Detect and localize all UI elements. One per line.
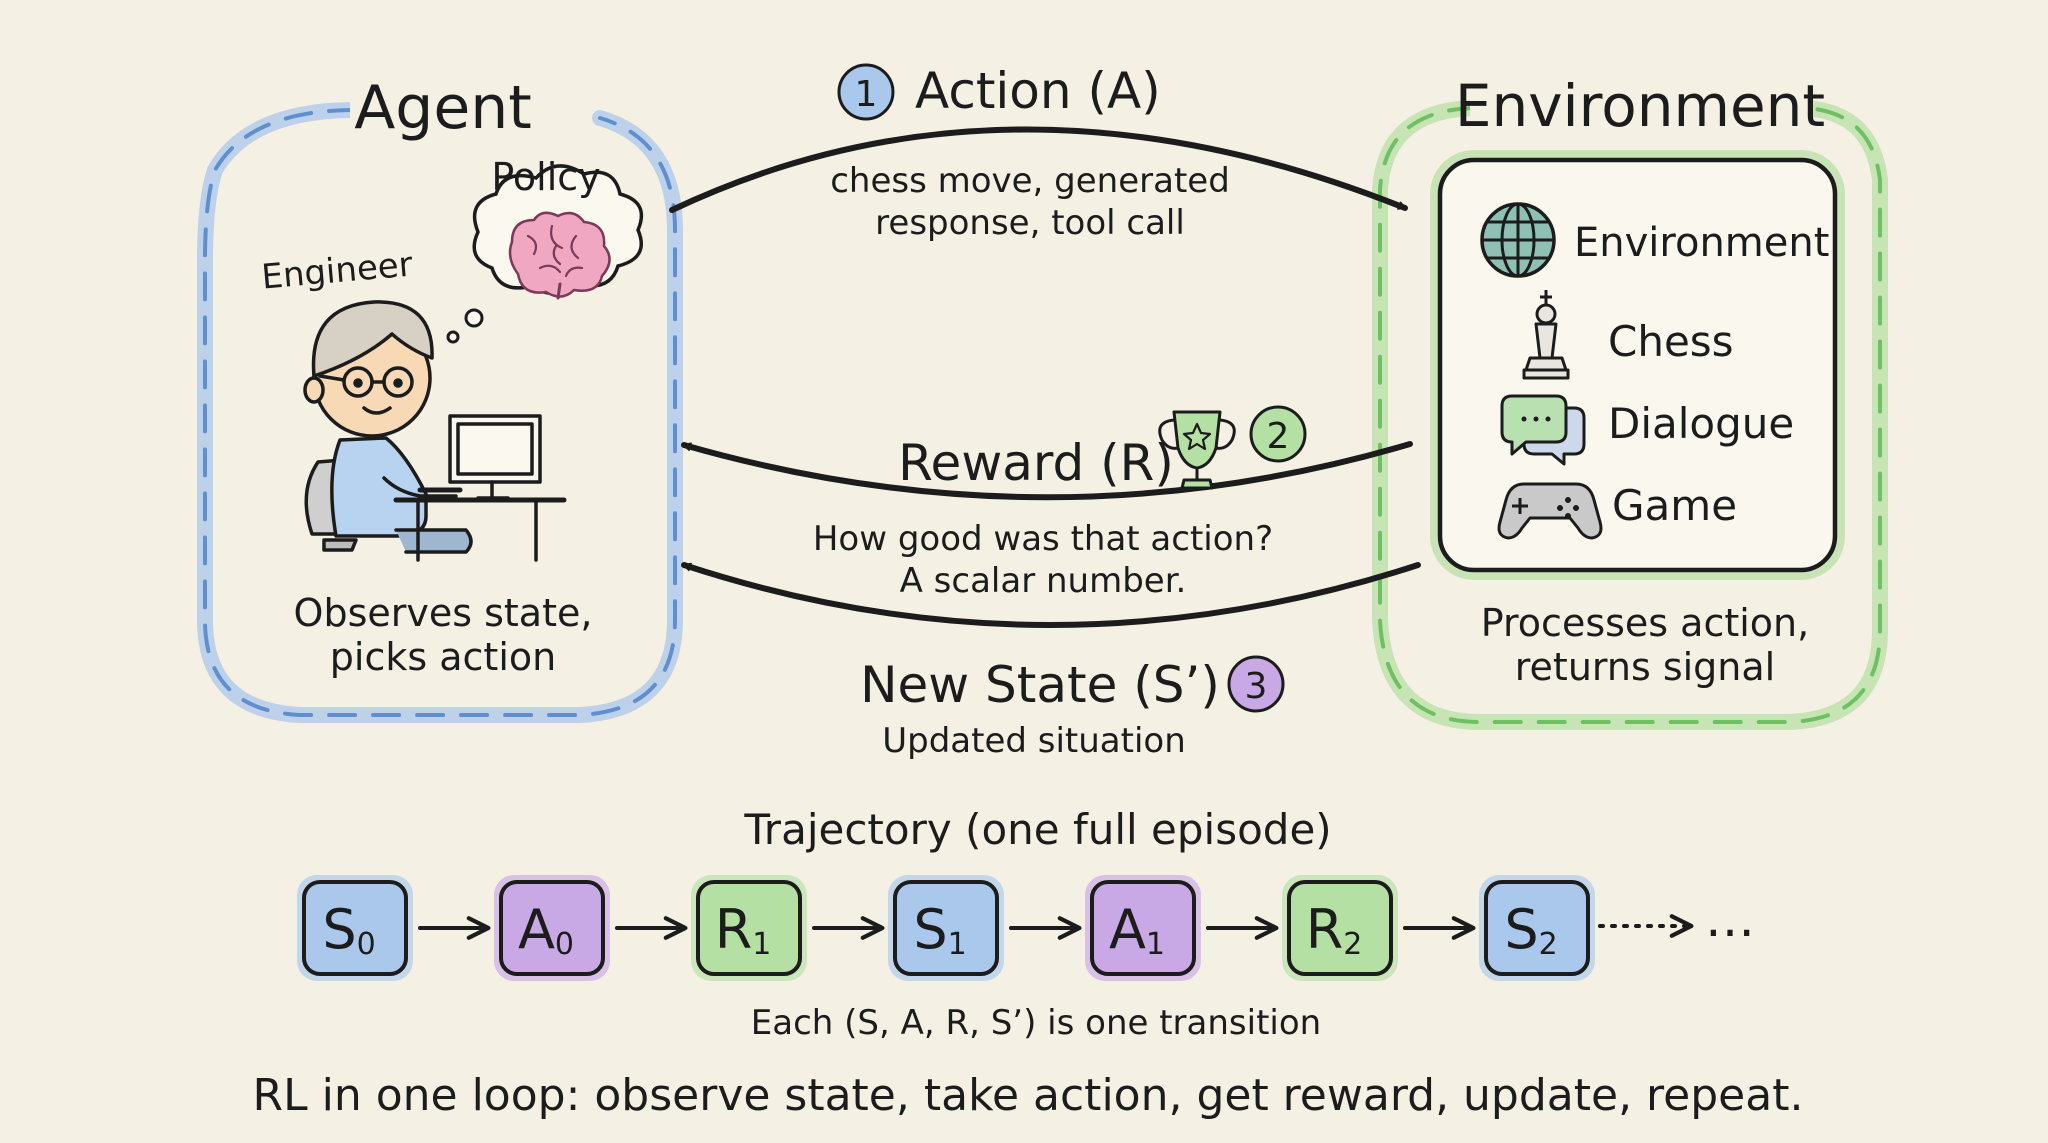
trajectory-step-subscript: 1 xyxy=(948,927,967,962)
reward-label: Reward (R) xyxy=(898,434,1174,492)
reward-step-badge xyxy=(1249,405,1307,463)
new-state-step-badge xyxy=(1227,655,1285,713)
reward-label-group: Reward (R) 2 How good was that action? A… xyxy=(813,405,1307,601)
trajectory-step-a0: A0 xyxy=(494,875,610,981)
engineer-label: Engineer xyxy=(260,245,414,298)
gamepad-icon xyxy=(1497,482,1603,540)
trajectory-step-a1: A1 xyxy=(1085,875,1201,981)
brain-icon xyxy=(508,211,611,300)
trajectory-step-box xyxy=(696,880,802,976)
agent-section: Agent Policy Engineer xyxy=(197,70,683,723)
trajectory-step-label: A1 xyxy=(1109,898,1165,962)
agent-description-line1: Observes state, xyxy=(294,591,593,635)
action-description-line1: chess move, generated xyxy=(830,161,1230,201)
trajectory-step-subscript: 1 xyxy=(1146,927,1165,962)
new-state-description: Updated situation xyxy=(882,721,1186,761)
environment-title: Environment xyxy=(1455,72,1825,140)
engineer-illustration xyxy=(303,300,567,562)
trajectory-step-box xyxy=(1287,880,1393,976)
chat-bubbles-icon xyxy=(1500,394,1586,466)
action-description-line2: response, tool call xyxy=(875,203,1185,243)
reward-description-line1: How good was that action? xyxy=(813,519,1273,559)
agent-description-line2: picks action xyxy=(330,635,556,679)
action-label-group: 1 Action (A) chess move, generated respo… xyxy=(830,62,1230,243)
new-state-label-group: New State (S’) 3 Updated situation xyxy=(860,655,1285,761)
trajectory-step-box xyxy=(1484,880,1590,976)
environment-item-game: Game xyxy=(1612,481,1737,530)
trajectory-step-box xyxy=(1090,880,1196,976)
action-step-badge xyxy=(837,63,895,121)
agent-title: Agent xyxy=(354,73,532,143)
trajectory-step-subscript: 2 xyxy=(1539,927,1558,962)
trajectory-ellipsis: … xyxy=(1705,890,1755,948)
trophy-icon xyxy=(1158,410,1236,490)
trajectory-steps: S0 A0 R1 S1 A1 R2 S2 xyxy=(297,875,1595,981)
environment-item-dialogue: Dialogue xyxy=(1608,399,1794,448)
environment-description-line2: returns signal xyxy=(1515,645,1775,689)
reward-arrow xyxy=(681,441,1413,501)
trajectory-note: Each (S, A, R, S’) is one transition xyxy=(751,1003,1321,1043)
reward-step-number: 2 xyxy=(1267,416,1290,457)
trajectory-title: Trajectory (one full episode) xyxy=(743,805,1331,854)
policy-label: Policy xyxy=(491,155,600,199)
new-state-arrow xyxy=(681,562,1421,628)
action-arrow xyxy=(669,126,1408,213)
trajectory-step-s0: S0 xyxy=(297,875,413,981)
environment-description-line1: Processes action, xyxy=(1481,601,1809,645)
trajectory-step-subscript: 0 xyxy=(357,927,376,962)
trajectory-step-s2: S2 xyxy=(1479,875,1595,981)
trajectory-section: Trajectory (one full episode) S0 A0 R1 S1 A1… xyxy=(297,805,1755,1043)
chess-king-icon xyxy=(1522,290,1570,380)
trajectory-step-r2: R2 xyxy=(1282,875,1398,981)
globe-icon xyxy=(1480,202,1556,278)
environment-panel-title: Environment xyxy=(1574,220,1829,266)
trajectory-step-subscript: 0 xyxy=(555,927,574,962)
footer-summary: RL in one loop: observe state, take acti… xyxy=(253,1070,1804,1121)
trajectory-step-r1: R1 xyxy=(691,875,807,981)
trajectory-step-s1: S1 xyxy=(888,875,1004,981)
environment-item-chess: Chess xyxy=(1608,317,1734,366)
reward-description-line2: A scalar number. xyxy=(900,561,1187,601)
new-state-label: New State (S’) xyxy=(860,656,1220,714)
trajectory-step-subscript: 1 xyxy=(752,927,771,962)
trajectory-step-subscript: 2 xyxy=(1343,927,1362,962)
trajectory-step-box xyxy=(302,880,408,976)
action-label: Action (A) xyxy=(915,62,1161,120)
action-step-number: 1 xyxy=(855,74,878,115)
new-state-step-number: 3 xyxy=(1245,666,1268,707)
environment-section: Environment Environment Chess Dialogue xyxy=(1372,68,1888,730)
trajectory-step-box xyxy=(499,880,605,976)
trajectory-step-box xyxy=(893,880,999,976)
